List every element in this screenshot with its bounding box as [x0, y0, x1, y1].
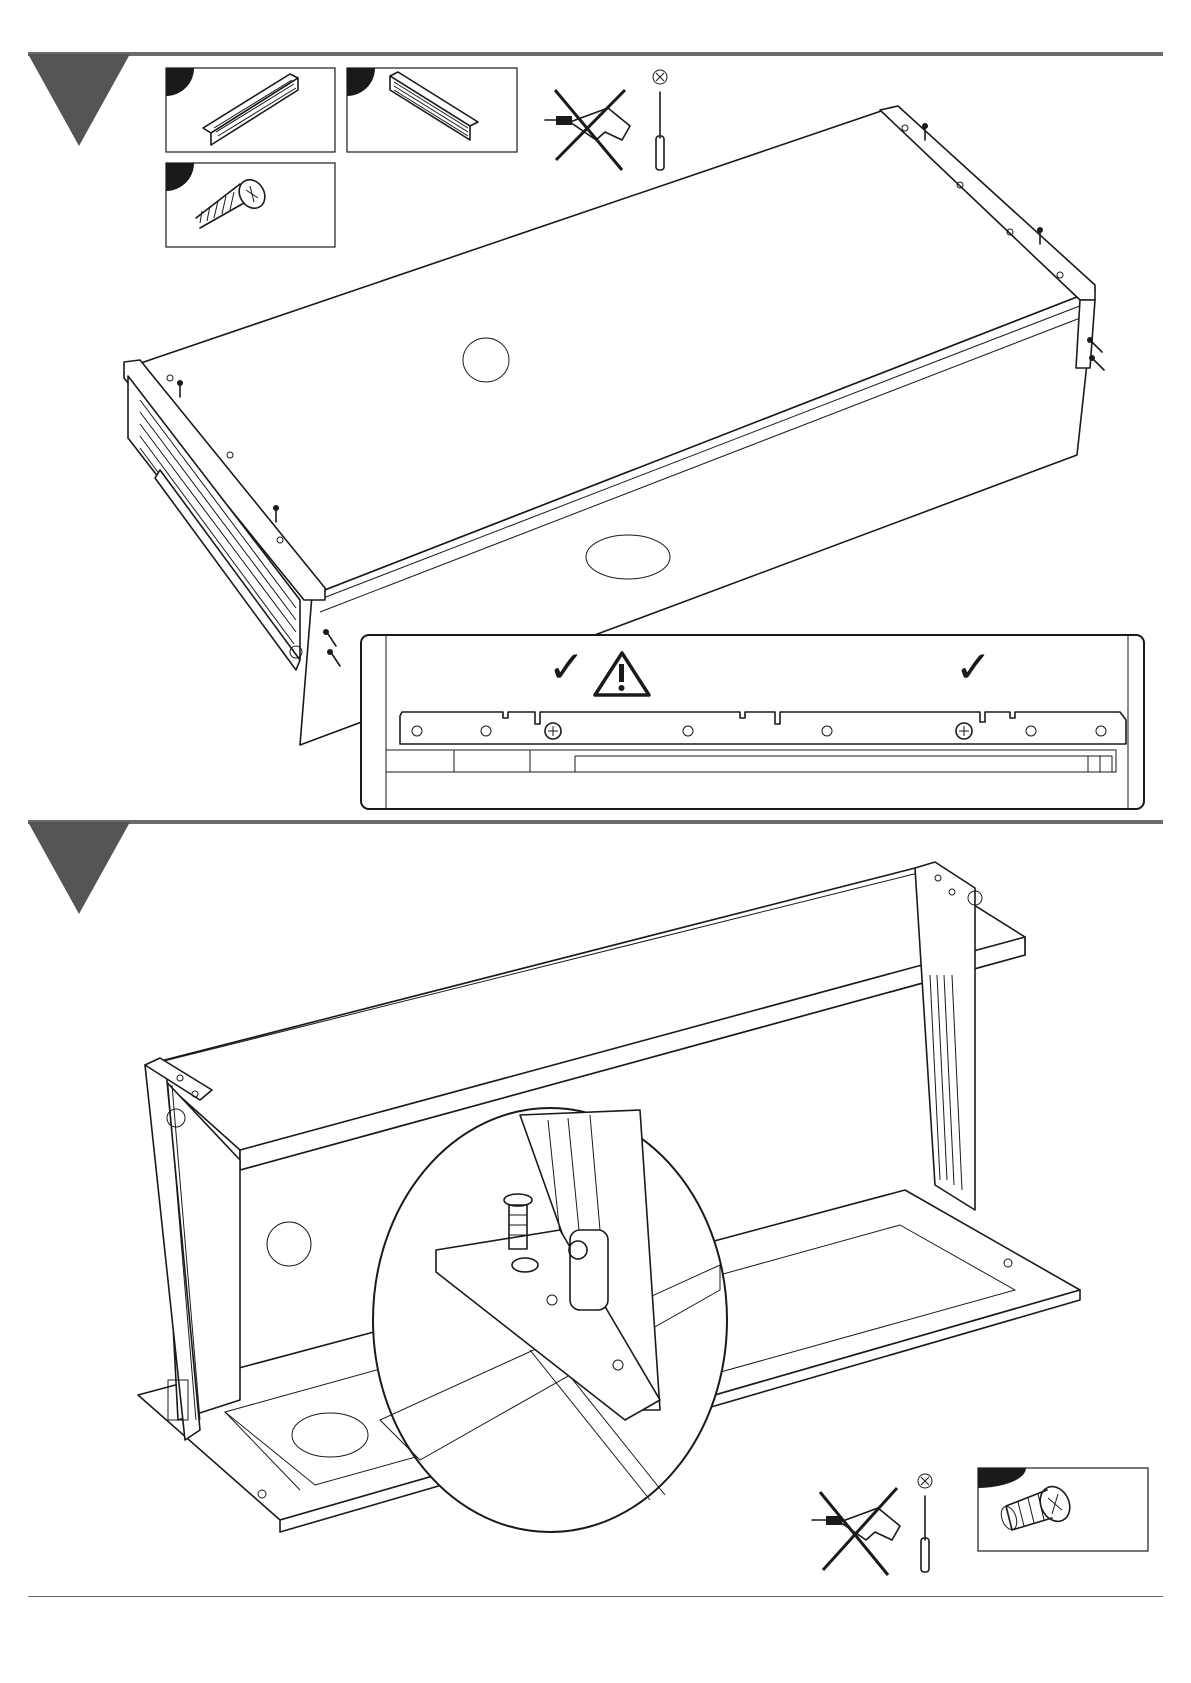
check-icon: ✓ [548, 642, 585, 693]
step-1-rule [28, 52, 1163, 56]
magnified-detail-circle [373, 1108, 727, 1532]
step-1: ✓ ✓ [28, 52, 1163, 809]
front-hole-circle [267, 1222, 311, 1266]
footer-rule [28, 1596, 1163, 1597]
step-1-marker [28, 54, 130, 146]
part-box-euro-screw [978, 1468, 1148, 1551]
part-box-runner-a [166, 68, 335, 152]
check-icon: ✓ [955, 642, 992, 693]
no-drill-cross-icon [555, 90, 625, 170]
step-2-marker [28, 822, 130, 914]
power-drill-icon [545, 108, 630, 140]
tools-step-1 [545, 70, 667, 170]
step-2 [28, 820, 1163, 1575]
step-1-detail-inset: ✓ ✓ [361, 635, 1144, 809]
step-2-rule [28, 820, 1163, 824]
screwdriver-icon [918, 1474, 932, 1572]
screwdriver-icon [653, 70, 667, 170]
part-box-screw [166, 163, 335, 247]
right-upright-runner [915, 862, 982, 1210]
tools-step-2 [812, 1474, 932, 1575]
part-box-runner-b [347, 68, 517, 152]
no-drill-cross-icon [820, 1488, 897, 1575]
